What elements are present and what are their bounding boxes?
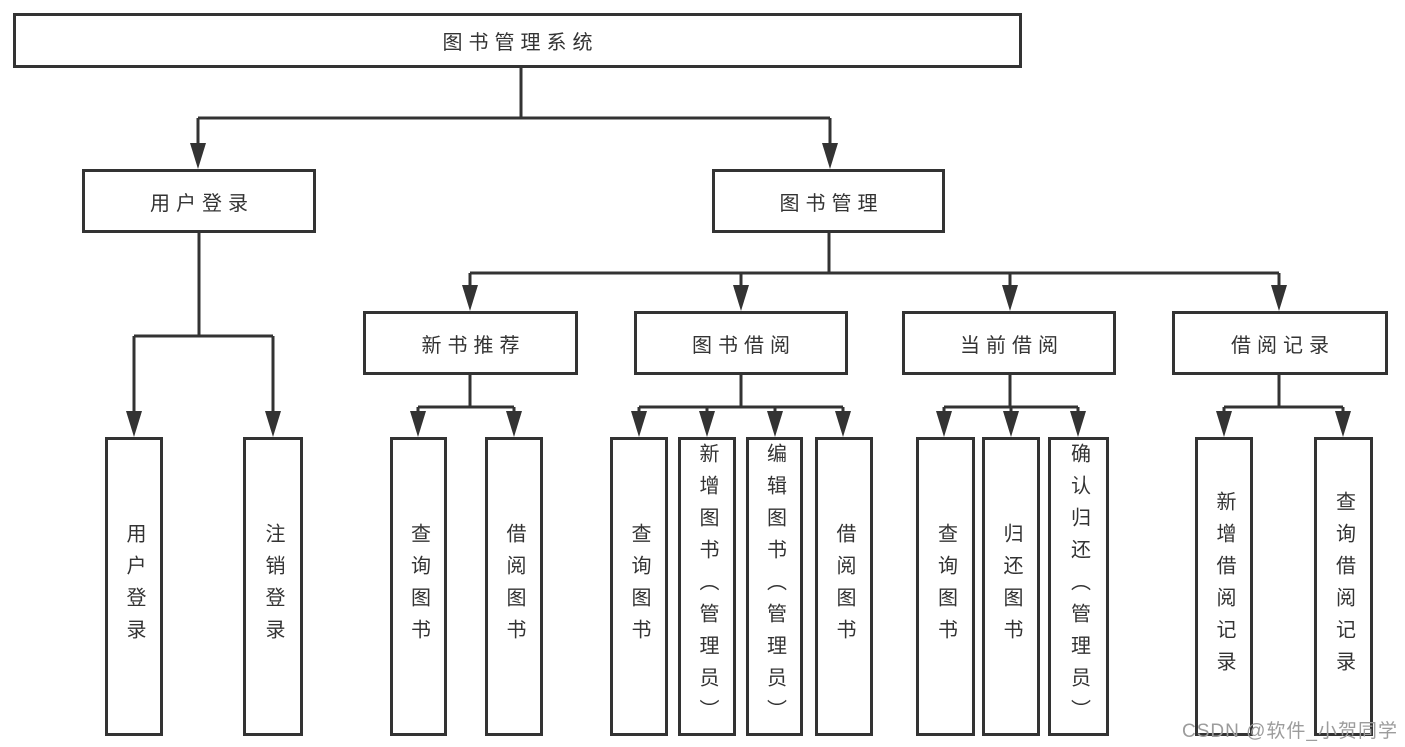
node-user-login-branch-label: 用户登录 (150, 192, 254, 215)
node-current-borrowing: 当前借阅 (902, 311, 1116, 375)
node-library-system-label: 图书管理系统 (442, 32, 599, 54)
leaf-borrow-books: 借阅图书 (815, 437, 873, 736)
leaf-borrow-books-label: 借阅图书 (833, 522, 855, 651)
leaf-return-books: 归还图书 (982, 437, 1040, 736)
watermark: CSDN @软件_小贺同学 (1182, 721, 1398, 742)
node-new-book-recommendation: 新书推荐 (363, 311, 578, 375)
leaf-add-books-admin-label: 新增图书（管理员） (696, 442, 718, 731)
node-current-borrowing-label: 当前借阅 (960, 334, 1064, 357)
leaf-user-login: 用户登录 (105, 437, 163, 736)
leaf-query-books-borrow-label: 查询图书 (628, 522, 650, 651)
leaf-query-books-recommend-label: 查询图书 (407, 522, 430, 651)
leaf-return-books-label: 归还图书 (1000, 522, 1022, 651)
leaf-add-books-admin: 新增图书（管理员） (678, 437, 736, 736)
leaf-query-books-current: 查询图书 (916, 437, 975, 736)
leaf-query-borrow-record: 查询借阅记录 (1314, 437, 1373, 736)
leaf-borrow-books-recommend-label: 借阅图书 (503, 522, 525, 651)
leaf-confirm-return-admin: 确认归还（管理员） (1048, 437, 1109, 736)
node-book-borrowing-label: 图书借阅 (692, 334, 796, 357)
node-user-login-branch: 用户登录 (82, 169, 316, 233)
leaf-user-login-label: 用户登录 (123, 522, 145, 651)
leaf-edit-books-admin-label: 编辑图书（管理员） (763, 442, 786, 731)
leaf-logout-label: 注销登录 (262, 522, 284, 651)
leaf-edit-books-admin: 编辑图书（管理员） (746, 437, 803, 736)
node-book-management-label: 图书管理 (779, 192, 884, 215)
leaf-confirm-return-admin-label: 确认归还（管理员） (1067, 442, 1090, 731)
leaf-query-books-recommend: 查询图书 (390, 437, 447, 736)
node-library-system: 图书管理系统 (13, 13, 1022, 68)
leaf-query-borrow-record-label: 查询借阅记录 (1332, 490, 1355, 683)
node-new-book-recommendation-label: 新书推荐 (421, 334, 526, 357)
leaf-query-books-current-label: 查询图书 (934, 522, 957, 651)
arrow-heads (126, 143, 1351, 437)
leaf-add-borrow-record: 新增借阅记录 (1195, 437, 1253, 736)
leaf-add-borrow-record-label: 新增借阅记录 (1213, 490, 1235, 683)
connector-segments (132, 67, 1345, 416)
node-borrowing-records-label: 借阅记录 (1231, 334, 1335, 357)
leaf-logout: 注销登录 (243, 437, 303, 736)
leaf-query-books-borrow: 查询图书 (610, 437, 668, 736)
node-book-borrowing: 图书借阅 (634, 311, 848, 375)
node-borrowing-records: 借阅记录 (1172, 311, 1388, 375)
node-book-management: 图书管理 (712, 169, 945, 233)
leaf-borrow-books-recommend: 借阅图书 (485, 437, 543, 736)
